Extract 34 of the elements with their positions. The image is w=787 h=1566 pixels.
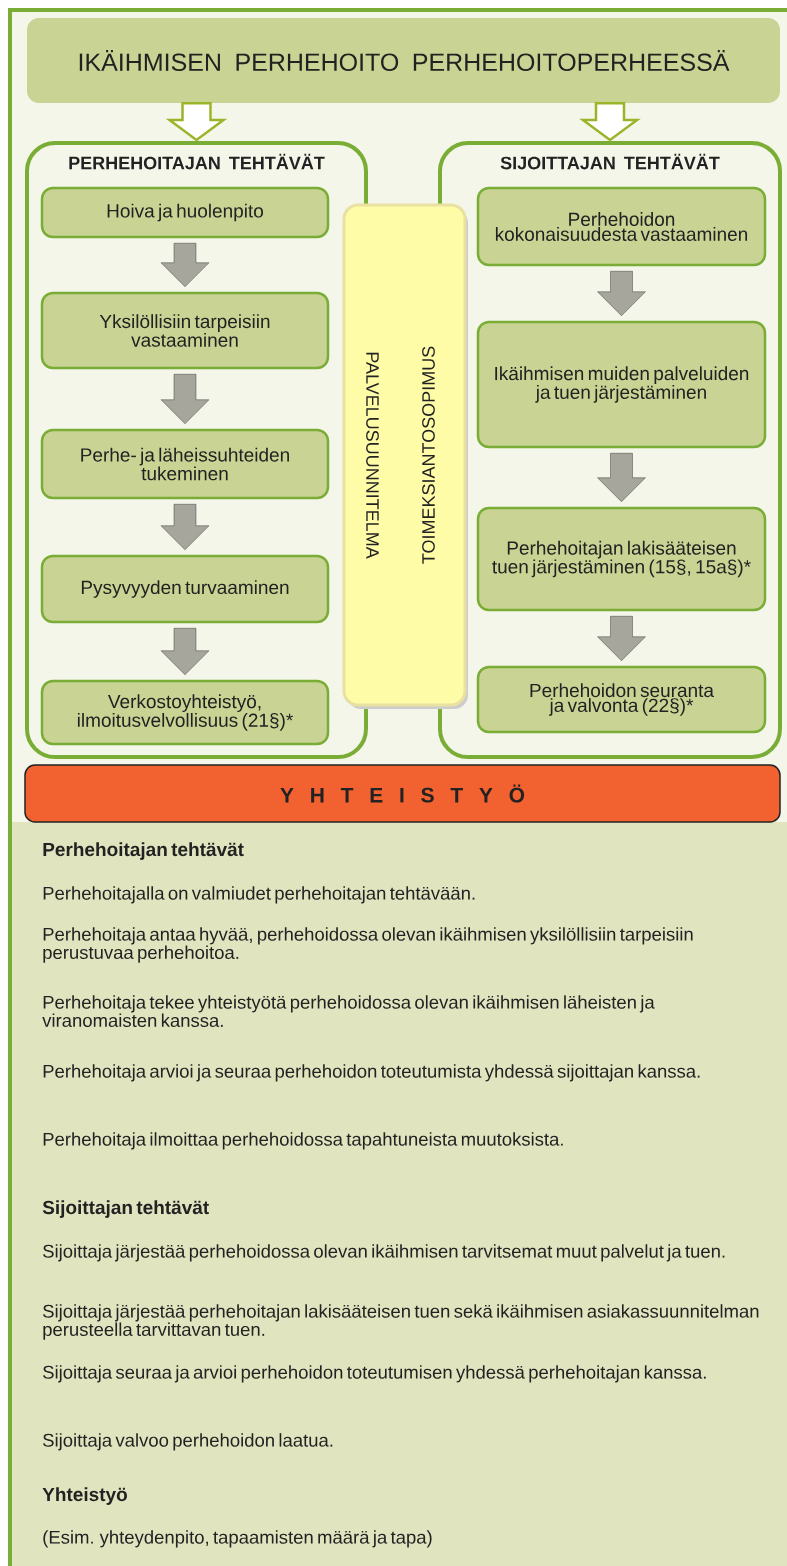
banner: Y H T E I S T Y Ö	[24, 764, 781, 823]
task-box: Yksilöllisiin tarpeisiin vastaaminen	[40, 291, 330, 370]
section-heading: Sijoittajan tehtävät	[42, 1200, 209, 1218]
paragraph: Perhehoitaja antaa hyvää, perhehoidossa olevan ikäihmisen yksilöllisiin tarpeisiin perustuvaa perhehoitoa.	[43, 927, 693, 963]
block-arrow	[579, 101, 641, 142]
block-arrow	[160, 243, 210, 287]
paragraph: Sijoittaja valvoo perhehoidon laatua.	[43, 1433, 333, 1451]
task-box: Perhehoitajan lakisääteisen tuen järjestäminen (15§, 15a§)*	[476, 506, 767, 612]
section-heading: Yhteistyö	[42, 1487, 127, 1505]
paragraph: Sijoittaja järjestää perhehoidossa olevan ikäihmisen tarvitsemat muut palvelut ja tuen.	[43, 1244, 725, 1262]
task-box: Ikäihmisen muiden palveluiden ja tuen järjestäminen	[476, 320, 767, 449]
paragraph: Perhehoitajalla on valmiudet perhehoitajan tehtävään.	[43, 886, 475, 904]
task-box: Perhe- ja läheissuhteiden tukeminen	[40, 428, 330, 500]
paragraph: Perhehoitaja tekee yhteistyötä perhehoidossa olevan ikäihmisen läheisten ja viranomaisten kanssa.	[42, 995, 655, 1028]
block-arrow	[597, 453, 646, 502]
block-arrow	[160, 374, 210, 424]
task-box: Hoiva ja huolenpito	[40, 186, 330, 239]
paragraph: Perhehoitaja ilmoittaa perhehoidossa tapahtuneista muutoksista.	[43, 1132, 563, 1150]
paragraph: Sijoittaja seuraa ja arvioi perhehoidon toteutumisen yhdessä perhehoitajan kanssa.	[43, 1365, 706, 1383]
paragraph: Perhehoitaja arvioi ja seuraa perhehoidon toteutumista yhdessä sijoittajan kanssa.	[43, 1064, 700, 1082]
title-box: IKÄIHMISEN PERHEHOITO PERHEHOITOPERHEESSÄ	[27, 18, 780, 103]
task-box: Pysyvyyden turvaaminen	[40, 554, 330, 624]
block-arrow	[597, 271, 646, 316]
task-box: Perhehoidon kokonaisuudesta vastaaminen	[476, 186, 767, 267]
task-box: Verkostoyhteistyö, ilmoitusvelvollisuus (21§)*	[40, 679, 330, 746]
paragraph: Sijoittaja järjestää perhehoitajan lakisääteisen tuen sekä ikäihmisen asiakassuunnitelman perusteella tarvittavan tuen.	[43, 1304, 759, 1340]
block-arrow	[597, 616, 646, 661]
paragraph: (Esim. yhteydenpito, tapaamisten määrä ja tapa)	[43, 1530, 432, 1548]
vertical-band: PALVELUSUUNNITELMA TOIMEKSIANTOSOPIMUS	[342, 203, 468, 709]
section-heading: Perhehoitajan tehtävät	[43, 842, 244, 860]
task-box: Perhehoidon seuranta ja valvonta (22§)*	[476, 665, 767, 734]
block-arrow	[160, 504, 210, 550]
block-arrow	[165, 101, 228, 142]
block-arrow	[160, 628, 210, 675]
